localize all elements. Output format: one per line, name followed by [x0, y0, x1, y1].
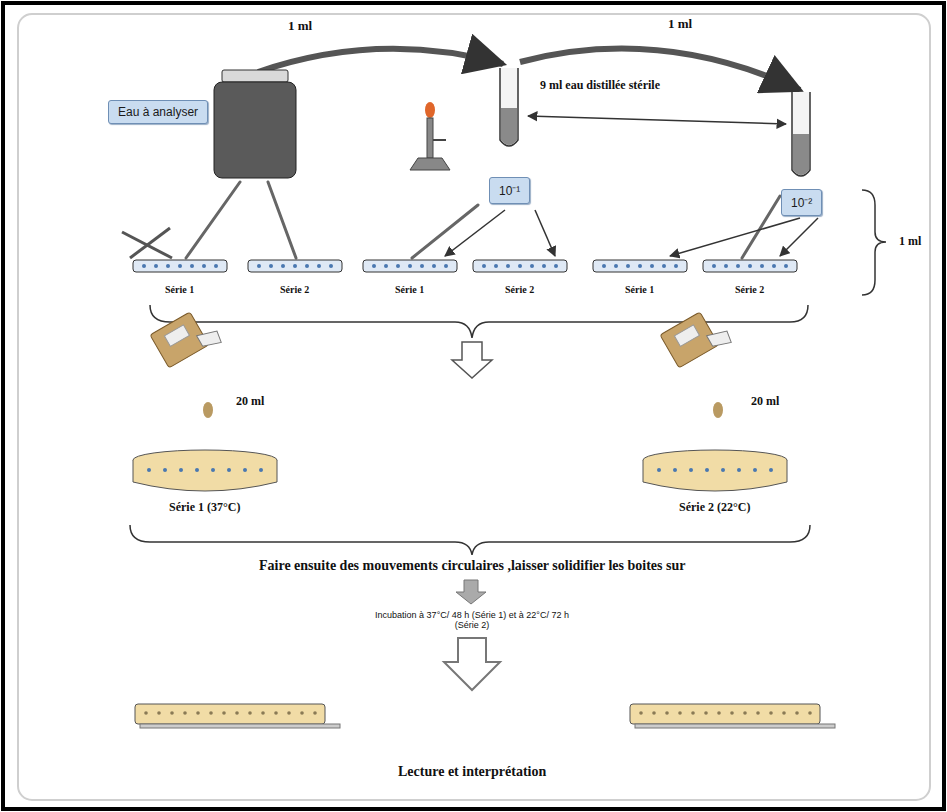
diagram-label: 1 ml [668, 17, 692, 32]
instruction-note: Faire ensuite des mouvements circulaires… [259, 558, 685, 574]
diagram-label: Série 1 (37°C) [169, 501, 240, 515]
bracket [862, 190, 886, 295]
inner-frame [18, 14, 930, 800]
double-arrow [528, 116, 786, 124]
diagram-label: Série 2 [735, 284, 764, 296]
step-box: 10⁻² [781, 189, 822, 216]
block-arrow [456, 580, 486, 604]
diagram-label: Série 2 (22°C) [679, 501, 750, 515]
step-box: Eau à analyser [108, 100, 208, 124]
diagram-label: Série 1 [165, 284, 194, 296]
test-tube [500, 68, 518, 146]
diagram-label: 9 ml eau distillée stérile [540, 79, 660, 93]
pipette [186, 182, 780, 258]
diagram-label: Lecture et interprétation [398, 764, 546, 780]
poured-dish [133, 450, 277, 491]
pipette-arrow [445, 210, 818, 256]
diagram-label: 20 ml [236, 395, 264, 409]
diagram-label: Série 2 [280, 284, 309, 296]
diagram-label: 20 ml [751, 395, 779, 409]
box-text: Eau à analyser [118, 105, 198, 119]
outer-frame [3, 3, 944, 809]
block-arrow [444, 638, 500, 690]
petri-dishes [133, 260, 797, 272]
incubated-dish [135, 704, 340, 728]
crossed-pipettes [122, 228, 172, 258]
bunsen-burner [410, 102, 450, 170]
diagram-label: 1 ml [899, 235, 921, 249]
box-text: 10⁻² [791, 196, 812, 210]
medium-bag [150, 305, 223, 418]
step-box: 10⁻¹ [489, 177, 530, 204]
test-tube [792, 92, 810, 176]
diagram-label: 1 ml [288, 19, 312, 34]
instruction-note: Incubation à 37°C/ 48 h (Série 1) et à 2… [372, 610, 572, 631]
incubated-dish [630, 704, 835, 728]
diagram-label: Série 1 [625, 284, 654, 296]
medium-bag [660, 305, 733, 418]
brace [130, 525, 810, 555]
block-arrow [452, 342, 492, 378]
water-bottle [214, 70, 296, 178]
colony-dots [144, 711, 812, 715]
diagram-label: Série 2 [505, 284, 534, 296]
diagram-label: Série 1 [395, 284, 424, 296]
colony-dots [147, 468, 773, 472]
transfer-arrow [258, 49, 503, 72]
poured-dish [643, 450, 787, 491]
box-text: 10⁻¹ [499, 184, 520, 198]
